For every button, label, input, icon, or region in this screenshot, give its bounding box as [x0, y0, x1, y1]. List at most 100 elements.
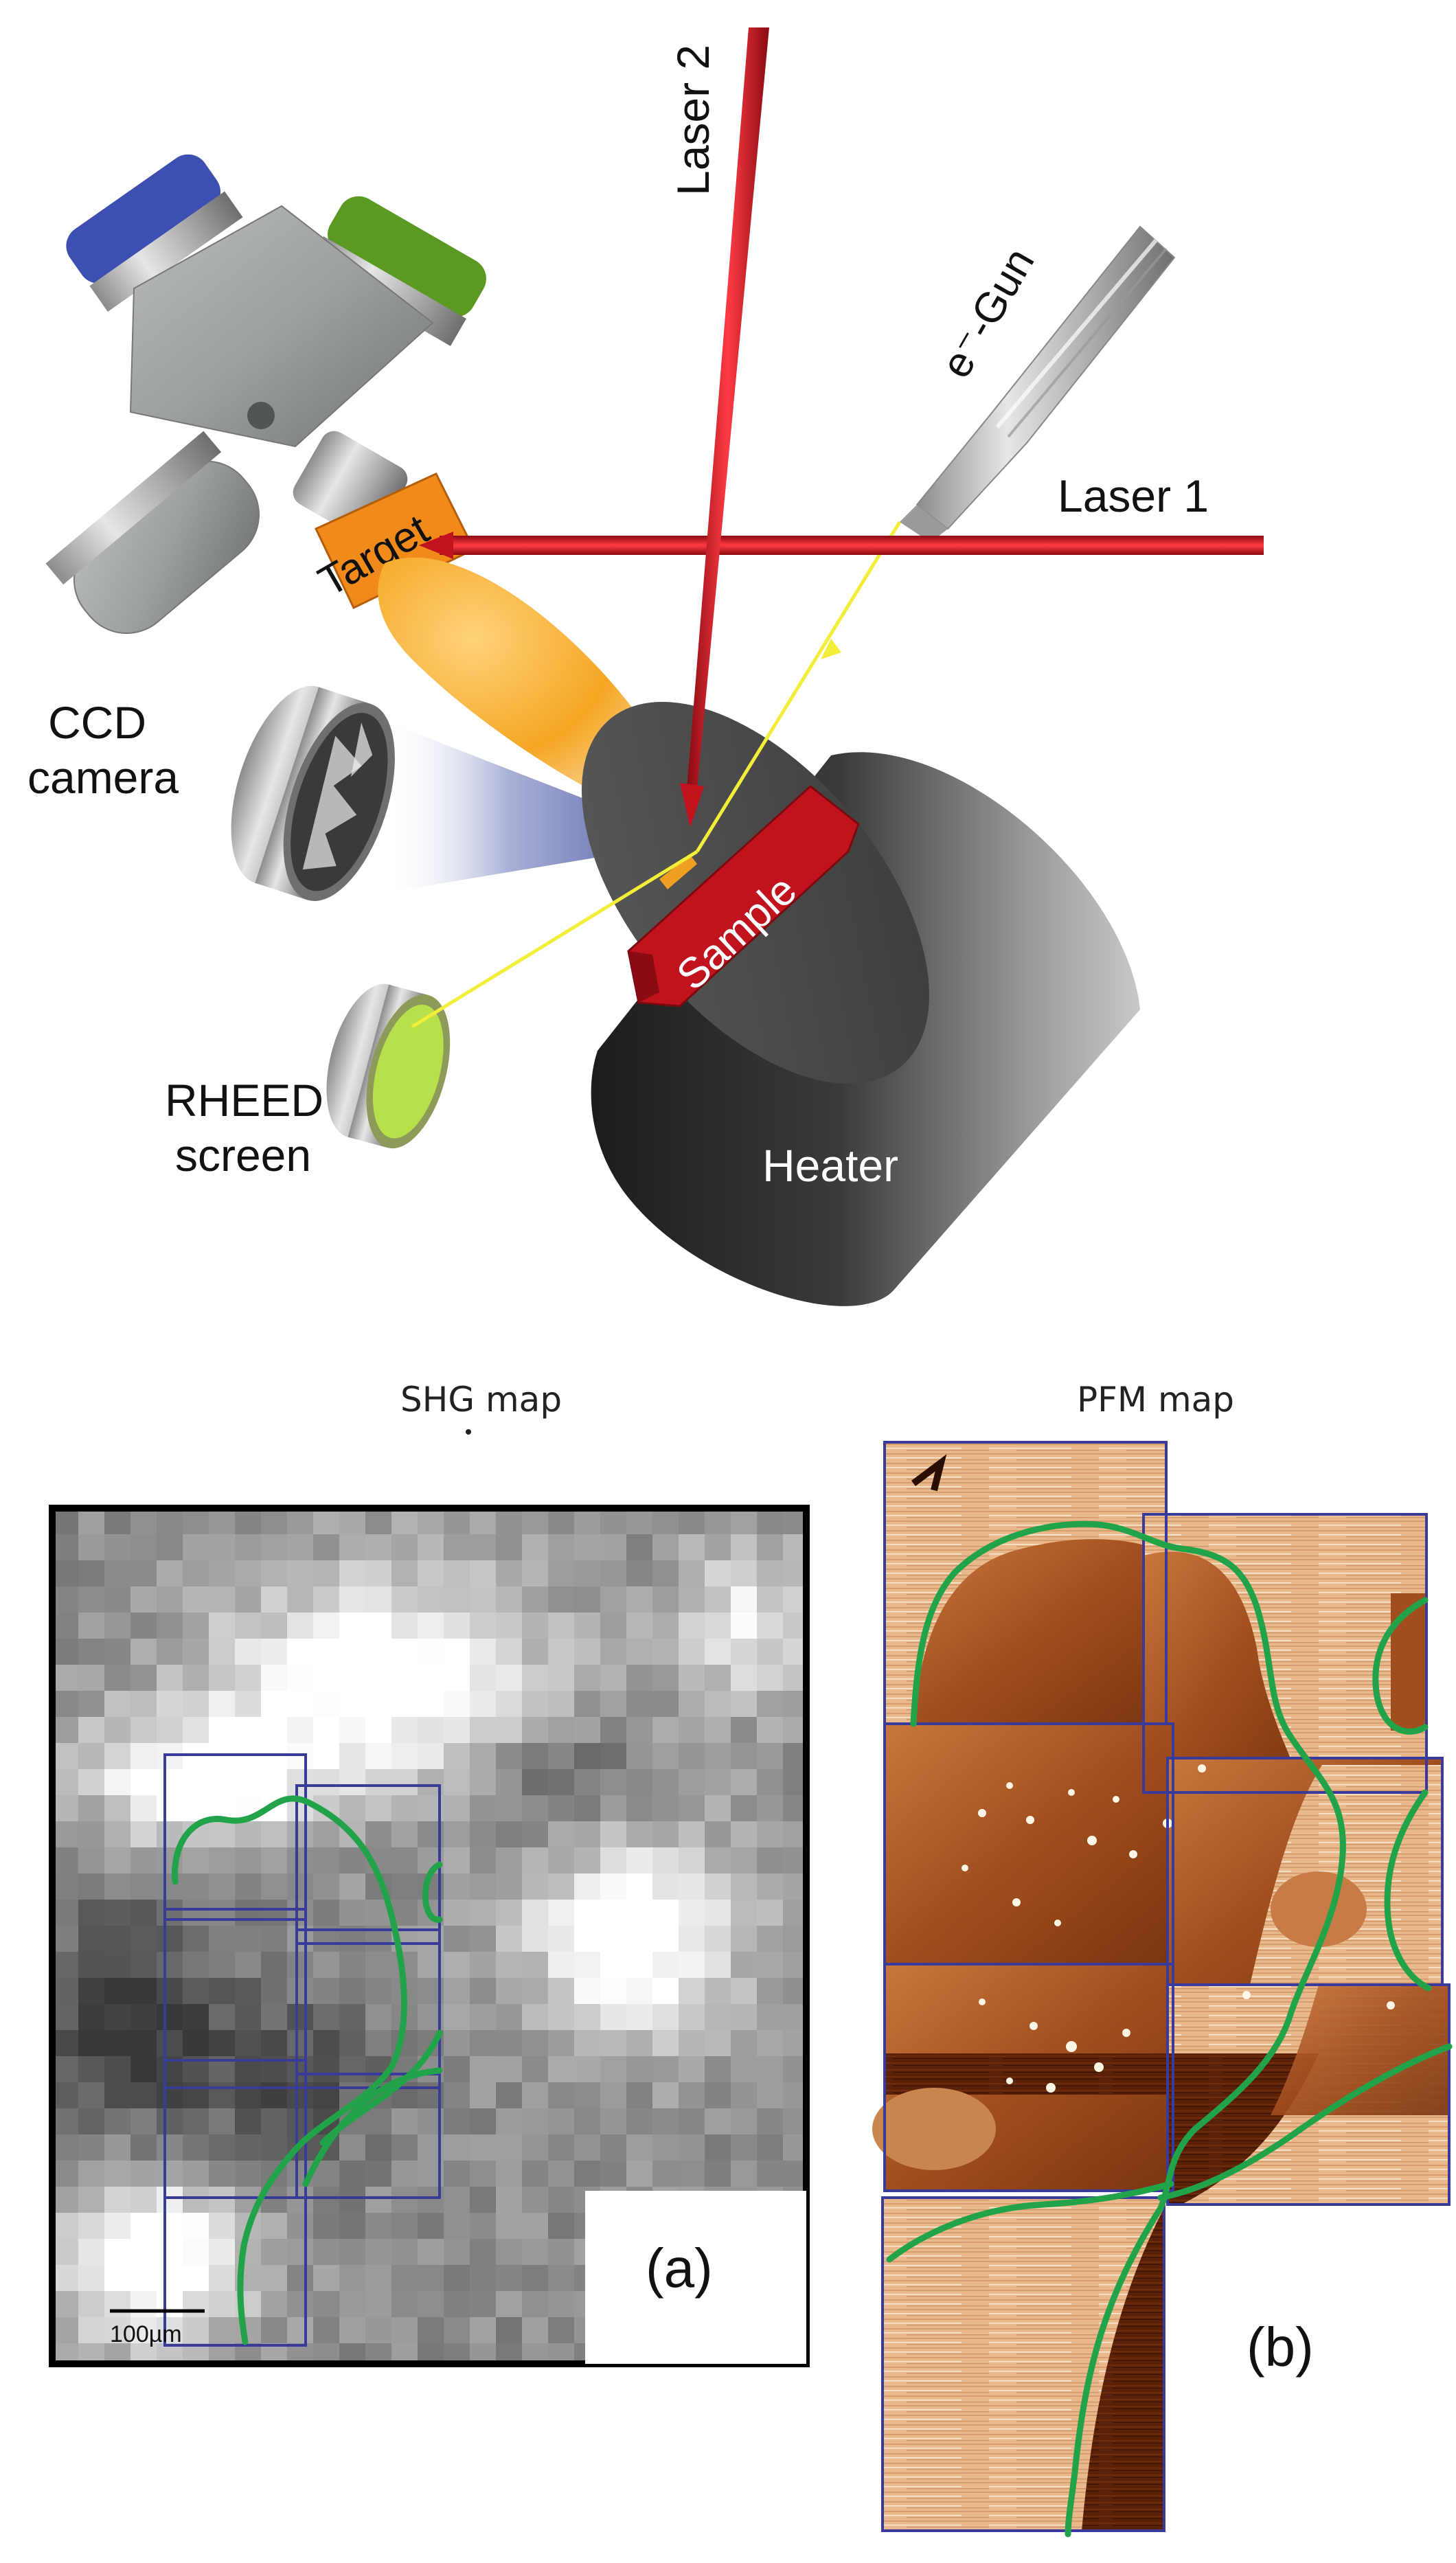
shg-pixel [339, 1795, 366, 1822]
shg-pixel [757, 2082, 784, 2109]
shg-pixel [391, 1743, 418, 1770]
shg-pixel [679, 2030, 705, 2057]
shg-pixel [104, 1508, 131, 1535]
shg-pixel [652, 2030, 679, 2057]
shg-pixel [705, 2108, 731, 2135]
shg-pixel [757, 1508, 784, 1535]
shg-pixel [679, 1900, 705, 1926]
shg-pixel [757, 1534, 784, 1561]
shg-pixel [548, 1978, 575, 2005]
shg-pixel [130, 1534, 157, 1561]
shg-pixel [209, 1665, 236, 1691]
shg-pixel [626, 1821, 653, 1848]
shg-pixel [600, 1821, 627, 1848]
shg-pixel [78, 1743, 105, 1770]
shg-pixel [157, 1691, 183, 1718]
shg-pixel [679, 1665, 705, 1691]
shg-pixel [522, 2056, 549, 2083]
shg-pixel [548, 2317, 575, 2344]
shg-pixel [52, 1560, 79, 1587]
shg-pixel [522, 2134, 549, 2161]
shg-pixel [574, 1639, 601, 1665]
shg-pixel [391, 2265, 418, 2292]
shg-pixel [104, 2291, 131, 2318]
shg-pixel [705, 2134, 731, 2161]
shg-pixel [757, 2056, 784, 2083]
shg-pixel [600, 1691, 627, 1718]
shg-pixel [679, 2161, 705, 2187]
shg-pixel [261, 2291, 288, 2318]
heater-label: Heater [762, 1140, 898, 1191]
shg-pixel [78, 1978, 105, 2005]
shg-pixel [496, 1795, 523, 1822]
shg-pixel [78, 1665, 105, 1691]
shg-pixel [600, 2161, 627, 2187]
shg-pixel [339, 1900, 366, 1926]
pfm-scan-boxes [881, 1441, 1451, 2532]
shg-pixel [104, 1586, 131, 1613]
shg-pixel [313, 2030, 340, 2057]
shg-pixel [391, 1717, 418, 1744]
shg-pixel [574, 1743, 601, 1770]
shg-pixel [679, 2108, 705, 2135]
shg-pixel [52, 1847, 79, 1874]
shg-pixel [600, 1769, 627, 1796]
shg-pixel [757, 1586, 784, 1613]
shg-pixel [313, 1560, 340, 1587]
shg-pixel [444, 2265, 470, 2292]
shg-pixel [574, 1978, 601, 2005]
shg-pixel [365, 2291, 392, 2318]
shg-pixel [705, 2082, 731, 2109]
shg-pixel [626, 1795, 653, 1822]
shg-pixel [261, 1639, 288, 1665]
shg-scan-box [295, 2073, 441, 2199]
shg-pixel [339, 2056, 366, 2083]
shg-pixel [183, 1613, 209, 1639]
shg-pixel [470, 2161, 497, 2187]
shg-pixel [157, 1586, 183, 1613]
shg-pixel [339, 2291, 366, 2318]
shg-pixel [391, 1613, 418, 1639]
shg-pixel [783, 1769, 806, 1796]
shg-pixel [522, 1613, 549, 1639]
shg-pixel [104, 2030, 131, 2057]
shg-pixel [313, 2056, 340, 2083]
shg-pixel [78, 2004, 105, 2031]
shg-pixel [235, 1952, 262, 1979]
shg-pixel [339, 2187, 366, 2213]
shg-pixel [444, 2187, 470, 2213]
shg-pixel [287, 2187, 314, 2213]
shg-pixel [287, 1508, 314, 1535]
shg-pixel [313, 2317, 340, 2344]
shg-pixel [130, 2317, 157, 2344]
shg-pixel [52, 1926, 79, 1952]
shg-pixel [600, 1795, 627, 1822]
shg-pixel [235, 1560, 262, 1587]
shg-pixel [522, 2291, 549, 2318]
shg-pixel [731, 1769, 758, 1796]
cap-green [328, 196, 486, 317]
shg-pixel [757, 2134, 784, 2161]
shg-pixel [287, 1586, 314, 1613]
shg-pixel [78, 2056, 105, 2083]
shg-pixel [391, 1795, 418, 1822]
shg-pixel [287, 1743, 314, 1770]
shg-pixel [104, 2239, 131, 2266]
shg-pixel [731, 2030, 758, 2057]
shg-pixel [287, 2213, 314, 2240]
shg-pixel [574, 1847, 601, 1874]
shg-pixel [418, 1665, 444, 1691]
shg-pixel [600, 1534, 627, 1561]
shg-pixel [444, 1847, 470, 1874]
shg-pixel [365, 2187, 392, 2213]
pfm-scan-box [881, 2196, 1165, 2532]
shg-pixel [104, 2161, 131, 2187]
shg-pixel [783, 1795, 806, 1822]
shg-pixel [235, 1534, 262, 1561]
shg-pixel [444, 1795, 470, 1822]
shg-pixel [261, 2239, 288, 2266]
shg-pixel [600, 1613, 627, 1639]
shg-pixel [130, 1691, 157, 1718]
shg-pixel [287, 2239, 314, 2266]
shg-pixel [574, 2004, 601, 2031]
